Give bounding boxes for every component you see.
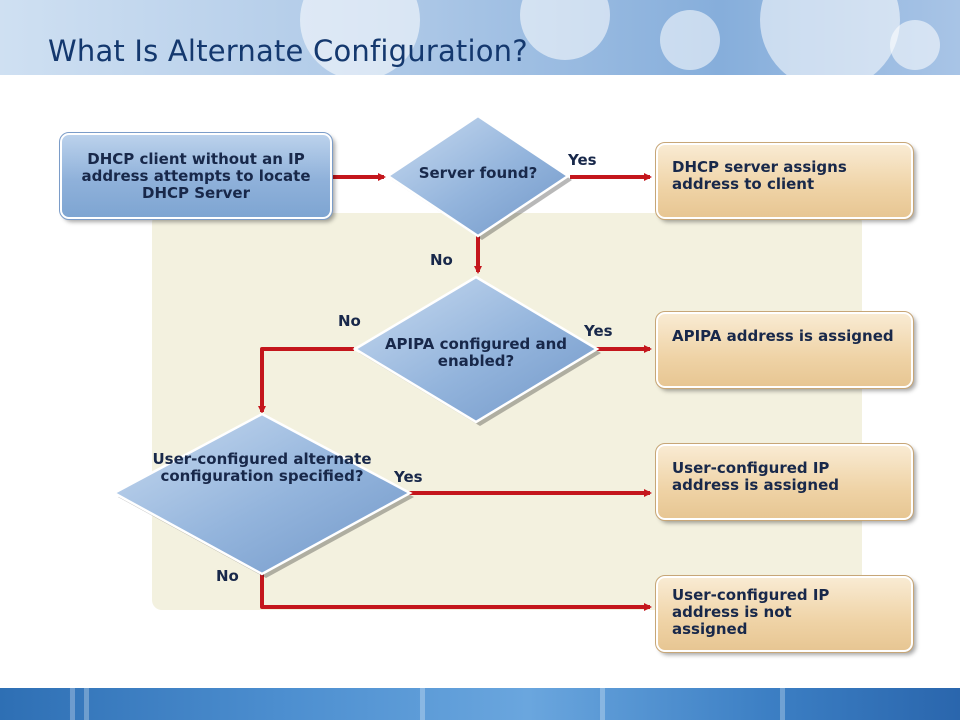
edge-label-apipa-yes: Yes [584, 322, 613, 340]
decision-server-label: Server found? [418, 164, 538, 182]
edge-label-server-no: No [430, 251, 453, 269]
footer-streak [600, 688, 605, 720]
edge-label-alternate-no: No [216, 567, 239, 585]
header-band [0, 0, 960, 75]
start-node-text: DHCP client without an IP address attemp… [81, 149, 311, 202]
result-user-ip-not-assigned: User-configured IP address is not assign… [655, 575, 914, 653]
result-user-ip-assigned: User-configured IP address is assigned [655, 443, 914, 521]
header-bubble [890, 20, 940, 70]
decision-apipa-label: APIPA configured and enabled? [384, 335, 568, 370]
header-bubble [660, 10, 720, 70]
header-bubble [300, 0, 420, 75]
decision-diamond-server [385, 114, 571, 238]
result-user-ip-assigned-text: User-configured IP address is assigned [672, 459, 839, 494]
connector-alternate-no [260, 574, 652, 611]
page-title: What Is Alternate Configuration? [48, 34, 528, 68]
edge-label-alternate-yes: Yes [394, 468, 423, 486]
result-user-ip-not-assigned-text: User-configured IP address is not assign… [672, 586, 830, 638]
footer-band [0, 688, 960, 720]
edge-label-server-yes: Yes [568, 151, 597, 169]
header-bubble [760, 0, 900, 75]
result-apipa-assigned: APIPA address is assigned [655, 311, 914, 389]
start-node: DHCP client without an IP address attemp… [59, 132, 333, 220]
footer-streak [780, 688, 785, 720]
edge-label-apipa-no: No [338, 312, 361, 330]
connector-apipa-no [258, 347, 354, 414]
result-dhcp-assigned: DHCP server assigns address to client [655, 142, 914, 220]
decision-alternate-label: User-configured alternate configuration … [152, 450, 372, 485]
footer-streak [70, 688, 75, 720]
decision-diamond-apipa [352, 275, 600, 424]
result-dhcp-assigned-text: DHCP server assigns address to client [672, 158, 847, 193]
decision-diamond-alternate [111, 412, 413, 576]
footer-streak [84, 688, 89, 720]
footer-streak [420, 688, 425, 720]
result-apipa-assigned-text: APIPA address is assigned [672, 327, 894, 345]
